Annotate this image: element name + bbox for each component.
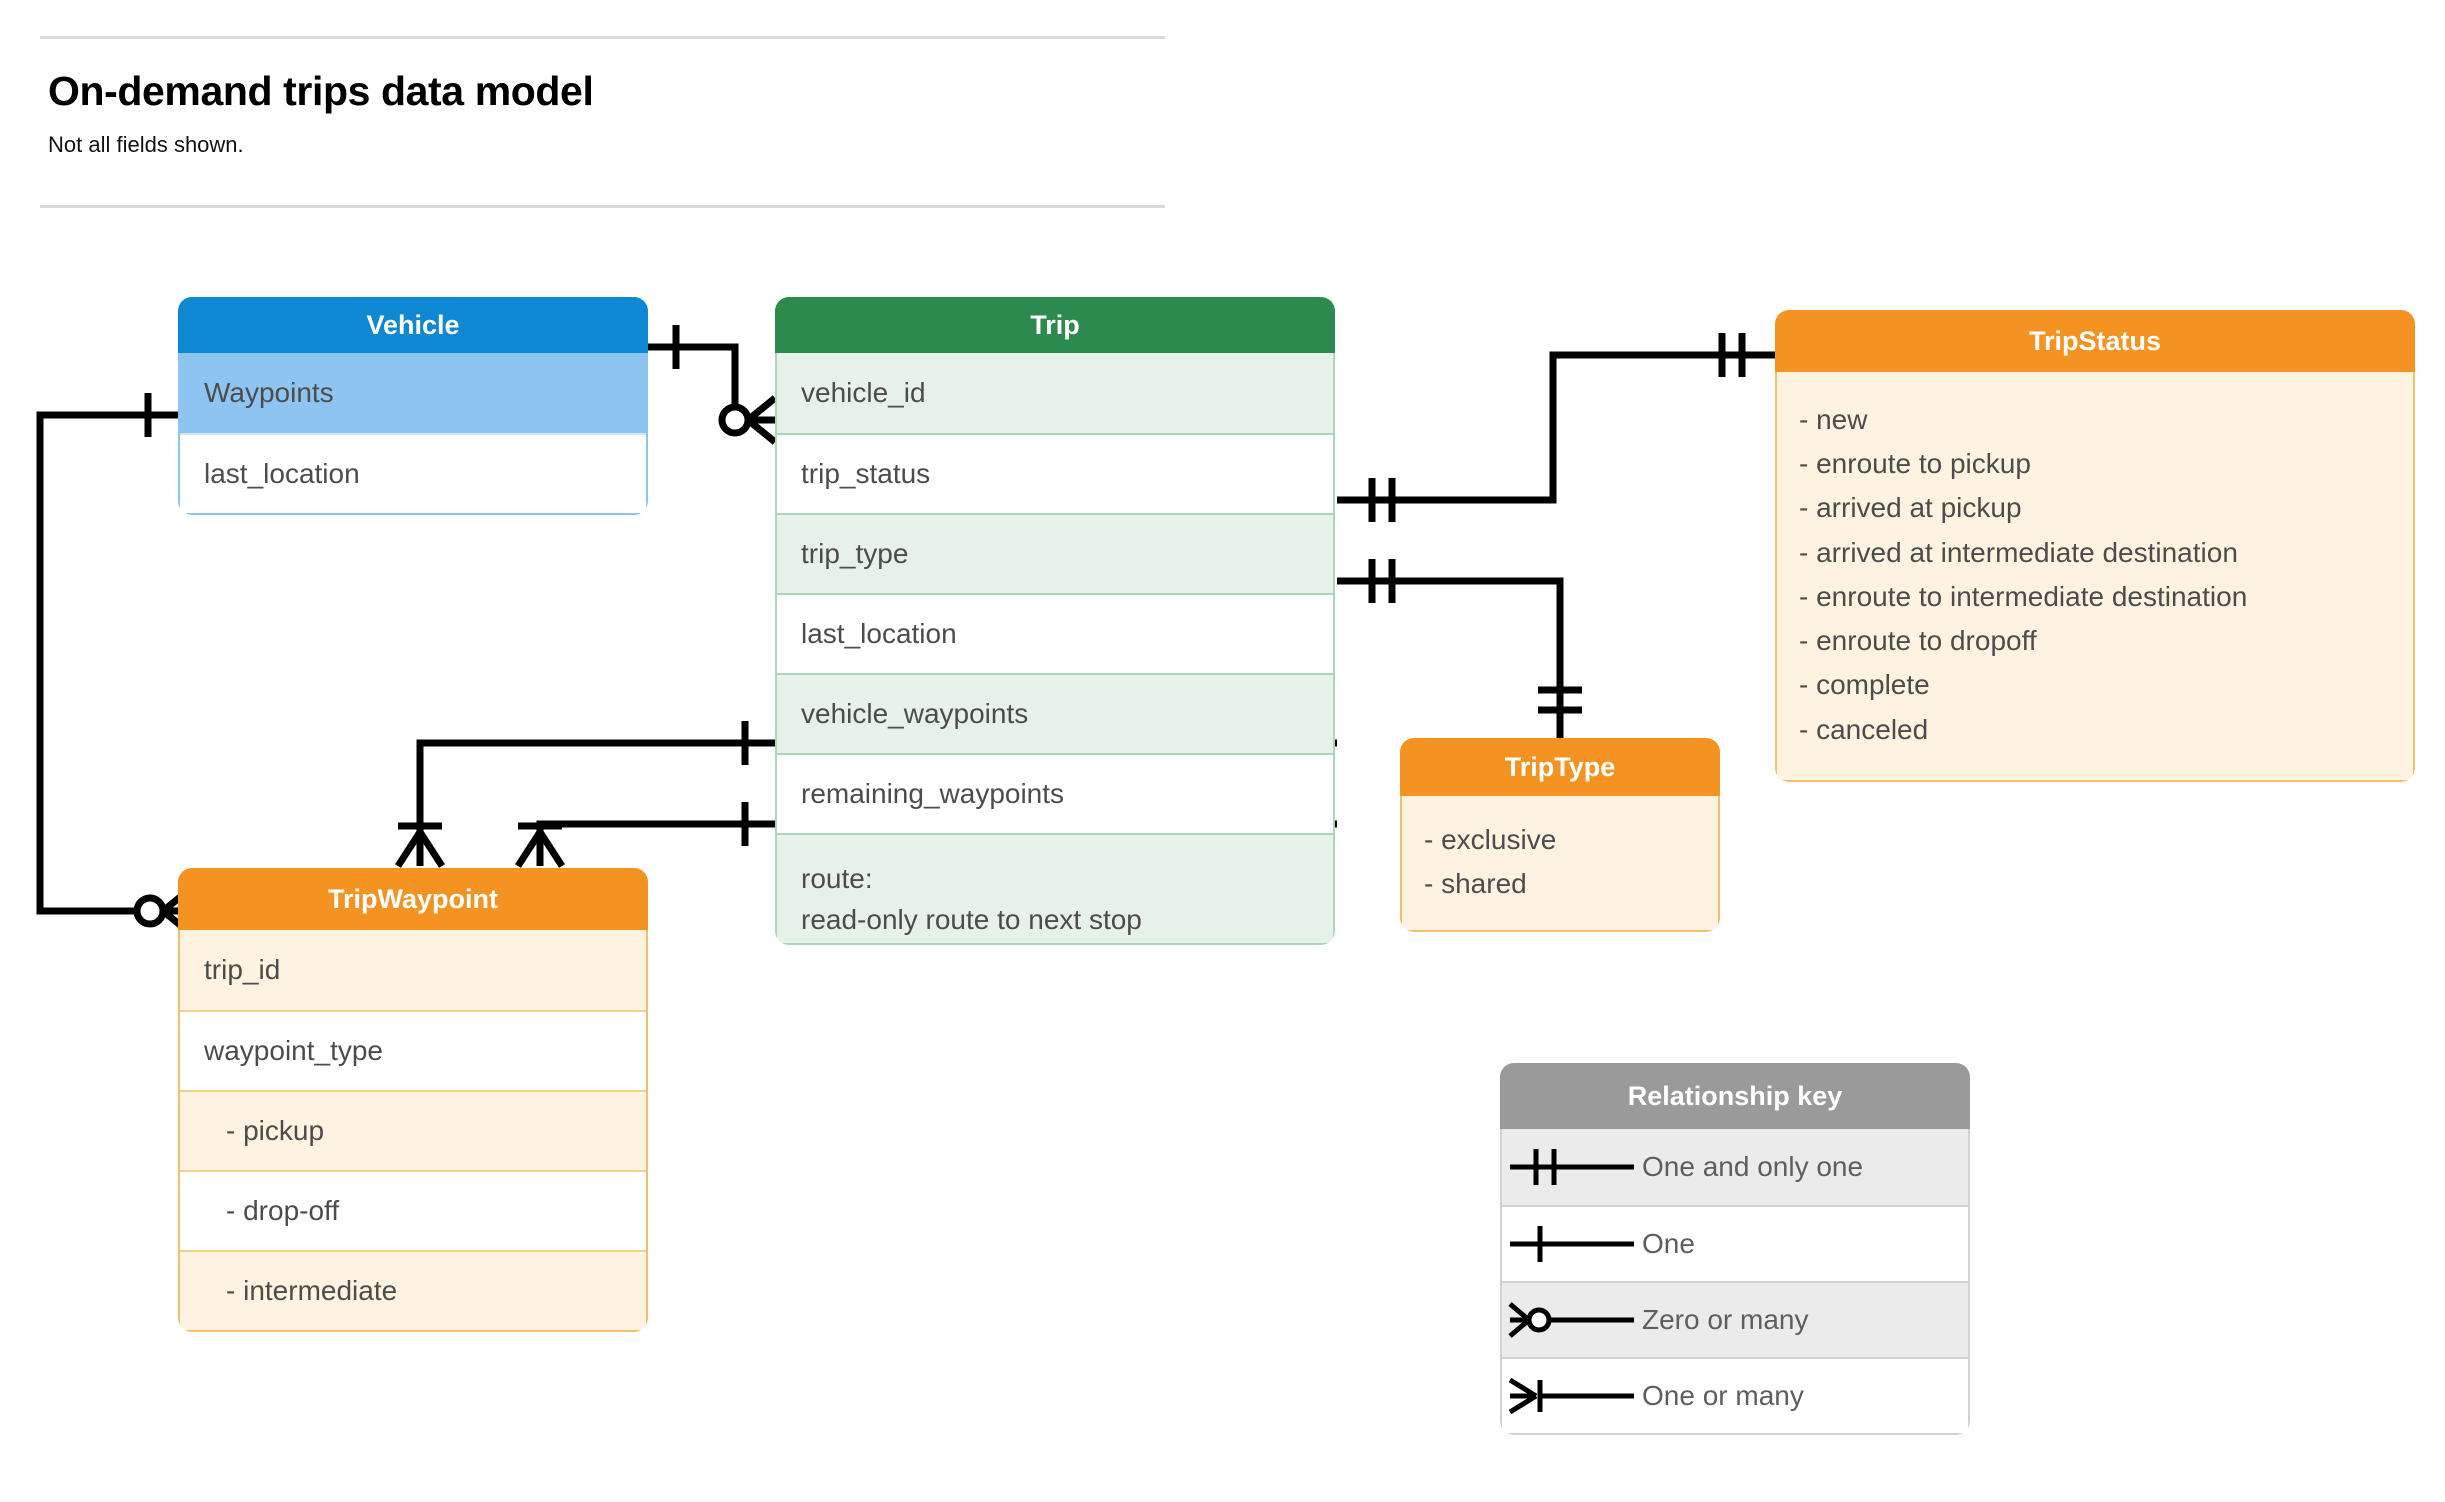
one-and-only-one-icon [1502, 1145, 1642, 1189]
entity-trip[interactable]: Trip vehicle_id trip_status trip_type la… [775, 297, 1335, 945]
enum-value: - new [1799, 404, 1868, 435]
legend-row: Zero or many [1502, 1281, 1968, 1357]
field-row[interactable]: - pickup [180, 1090, 646, 1170]
entity-vehicle-title: Vehicle [178, 297, 648, 353]
entity-vehicle[interactable]: Vehicle Waypoints last_location [178, 297, 648, 515]
crowsfoot-waypoints-2 [515, 822, 565, 868]
field-row[interactable]: waypoint_type [180, 1010, 646, 1090]
entity-trip-title: Trip [775, 297, 1335, 353]
legend-row: One or many [1502, 1357, 1968, 1433]
legend-label: One or many [1642, 1380, 1804, 1411]
enum-value: - arrived at intermediate destination [1799, 536, 2238, 568]
field-row-route[interactable]: route: read-only route to next stop [777, 833, 1333, 943]
entity-trip-status[interactable]: TripStatus - new - enroute to pickup - a… [1775, 310, 2415, 782]
page-title: On-demand trips data model [48, 68, 594, 114]
field-row[interactable]: trip_status [777, 433, 1333, 513]
crowsfoot-trip-vehicleid [745, 395, 778, 445]
enum-value: - exclusive [1424, 824, 1557, 855]
entity-trip-waypoint-fields: trip_id waypoint_type - pickup - drop-of… [178, 930, 648, 1332]
enum-value: - enroute to dropoff [1799, 625, 2037, 657]
crowsfoot-waypoints-1 [395, 822, 445, 868]
field-route-sublabel: read-only route to next stop [801, 903, 1142, 935]
connector-vehicle-tripwaypoint [36, 411, 178, 915]
zero-or-many-icon [1502, 1298, 1642, 1342]
legend-label: One and only one [1642, 1151, 1864, 1182]
header-divider-bottom [40, 205, 1165, 208]
one-icon [1502, 1222, 1642, 1266]
enum-value: - canceled [1799, 713, 1929, 745]
field-row[interactable]: - drop-off [180, 1170, 646, 1250]
field-row[interactable]: vehicle_waypoints [777, 673, 1333, 753]
connector-vehicle-trip [648, 343, 763, 424]
connector-tripstatus [1337, 351, 1775, 504]
field-row[interactable]: vehicle_id [777, 353, 1333, 433]
legend-label: Zero or many [1642, 1304, 1809, 1335]
field-row[interactable]: last_location [777, 593, 1333, 673]
field-row[interactable]: - intermediate [180, 1250, 646, 1330]
legend-row: One and only one [1502, 1129, 1968, 1205]
enum-value: - enroute to pickup [1799, 448, 2031, 480]
page-subtitle: Not all fields shown. [48, 132, 244, 157]
field-route-label: route: [801, 863, 873, 894]
header-divider-top [40, 36, 1165, 39]
entity-trip-waypoint-title: TripWaypoint [178, 868, 648, 930]
connector-triptype [1337, 577, 1564, 738]
entity-trip-type[interactable]: TripType - exclusive - shared [1400, 738, 1720, 933]
entity-trip-type-values: - exclusive - shared [1400, 796, 1720, 933]
one-or-many-icon [1502, 1374, 1642, 1418]
entity-trip-fields: vehicle_id trip_status trip_type last_lo… [775, 353, 1335, 945]
entity-trip-type-title: TripType [1400, 738, 1720, 796]
entity-vehicle-fields: Waypoints last_location [178, 353, 648, 515]
legend-label: One [1642, 1228, 1695, 1259]
entity-trip-waypoint[interactable]: TripWaypoint trip_id waypoint_type - pic… [178, 868, 648, 1332]
enum-value: - complete [1799, 669, 1930, 701]
enum-value: - shared [1424, 868, 1527, 900]
relationship-key: Relationship key One and only one [1500, 1063, 1970, 1435]
enum-value: - arrived at pickup [1799, 492, 2022, 524]
entity-trip-status-values: - new - enroute to pickup - arrived at p… [1775, 372, 2415, 782]
relationship-key-title: Relationship key [1500, 1063, 1970, 1129]
field-row[interactable]: remaining_waypoints [777, 753, 1333, 833]
legend-row: One [1502, 1205, 1968, 1281]
field-row[interactable]: Waypoints [180, 353, 646, 433]
enum-value: - enroute to intermediate destination [1799, 580, 2248, 612]
entity-trip-status-title: TripStatus [1775, 310, 2415, 372]
field-row[interactable]: trip_id [180, 930, 646, 1010]
field-row[interactable]: last_location [180, 433, 646, 513]
relationship-key-rows: One and only one One [1500, 1129, 1970, 1435]
field-row[interactable]: trip_type [777, 513, 1333, 593]
